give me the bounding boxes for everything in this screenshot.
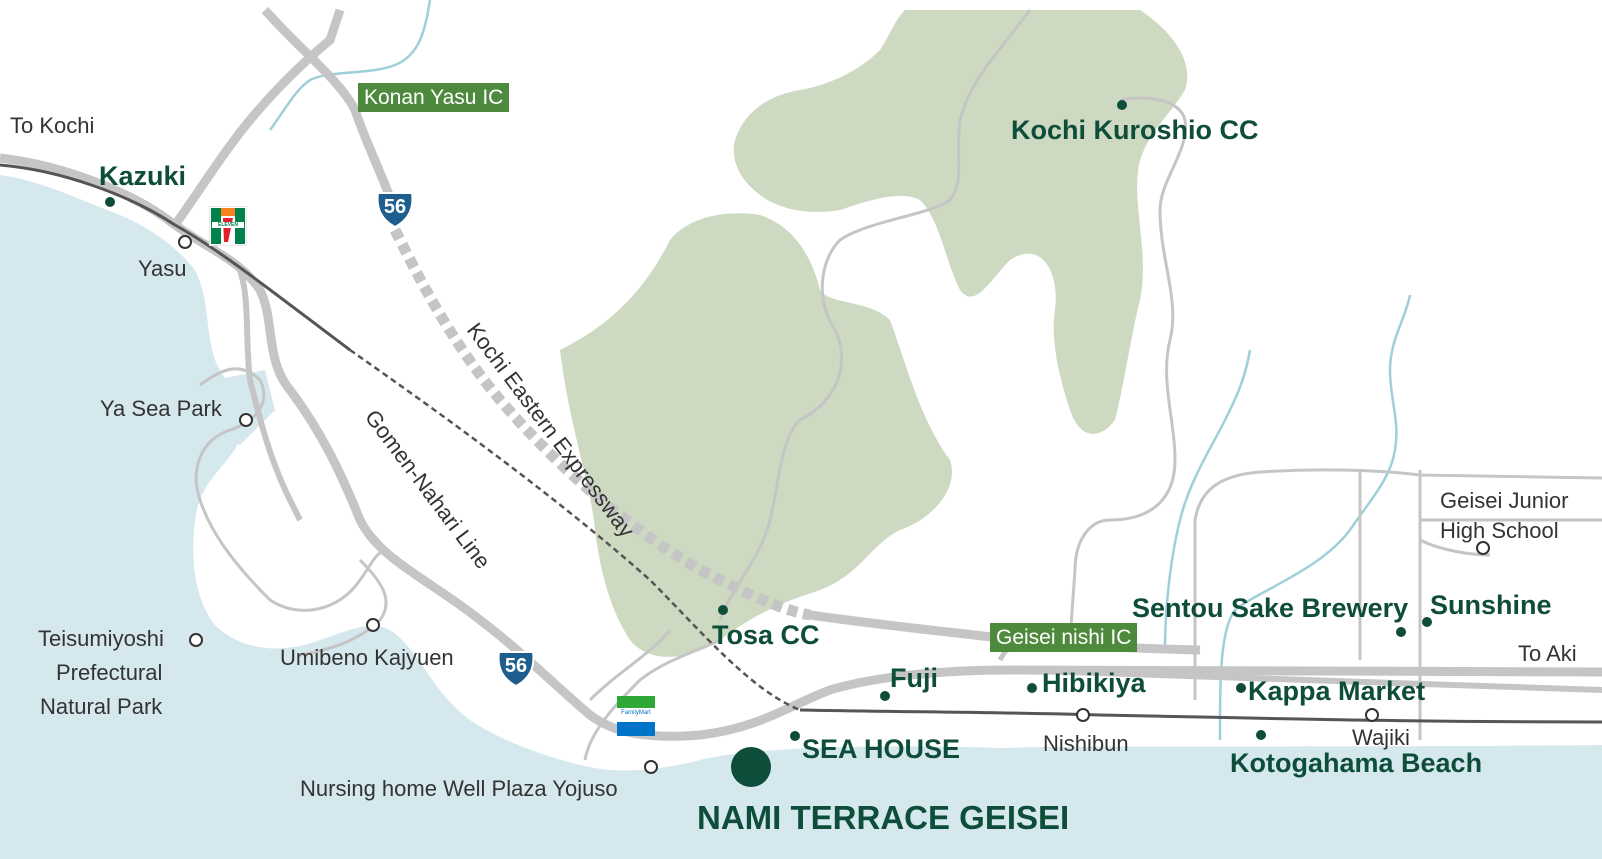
- kappa-market-label: Kappa Market: [1248, 676, 1426, 706]
- fuji-label: Fuji: [890, 663, 938, 693]
- ya-sea-park-label: Ya Sea Park: [100, 396, 222, 421]
- route-56-upper-text: 56: [383, 196, 407, 218]
- ya-sea-park-icon: [239, 413, 253, 427]
- wajiki-station-icon: [1365, 708, 1379, 722]
- nami-terrace-geisei-label: NAMI TERRACE GEISEI: [697, 799, 1070, 836]
- kotogahama-beach-label: Kotogahama Beach: [1230, 748, 1483, 778]
- nishibun-station-icon: [1076, 708, 1090, 722]
- seven-eleven-text: ELEVEN: [217, 222, 238, 228]
- sea-area: [0, 175, 1602, 859]
- railway-line: [0, 163, 351, 352]
- junior-high-label-2: High School: [1440, 518, 1559, 543]
- stations: [178, 235, 1490, 774]
- nami-terrace-marker-icon: [731, 747, 771, 787]
- railway-east: [799, 708, 1602, 724]
- yasu-station-icon: [178, 235, 192, 249]
- route-56-lower-badge: 56: [495, 646, 537, 688]
- junior-high-label-1: Geisei Junior: [1440, 488, 1569, 513]
- sentou-sake-brewery-label: Sentou Sake Brewery: [1132, 593, 1409, 623]
- forest-area-west: [560, 213, 952, 657]
- seven-eleven-store-icon: ELEVEN: [208, 205, 248, 247]
- yasu-label: Yasu: [138, 256, 187, 281]
- forest-area-north: [733, 10, 1188, 434]
- geisei-nishi-ic-label: Geisei nishi IC: [990, 623, 1138, 652]
- route-56-upper-badge: 56: [374, 187, 416, 229]
- expressway-dashed: [390, 227, 811, 621]
- route-shield-icon: [497, 651, 535, 688]
- harbor-inlet: [215, 370, 275, 445]
- junior-high-icon: [1476, 541, 1490, 555]
- hibikiya-label: Hibikiya: [1042, 668, 1146, 698]
- nursing-home-label: Nursing home Well Plaza Yojuso: [300, 776, 618, 801]
- teisumiyoshi-label-2: Prefectural: [56, 660, 163, 685]
- railway-dashed: [349, 348, 801, 712]
- route-shield-icon: [376, 192, 414, 229]
- sunshine-label: Sunshine: [1430, 590, 1552, 620]
- tosa-cc-label: Tosa CC: [712, 620, 820, 650]
- to-kochi-label: To Kochi: [10, 113, 95, 138]
- river-east-1: [1163, 349, 1252, 651]
- nursing-home-icon: [644, 760, 658, 774]
- familymart-text: FamilyMart: [621, 710, 651, 716]
- river-north: [268, 0, 432, 131]
- nishibun-label: Nishibun: [1043, 731, 1129, 756]
- kochi-kuroshio-cc-label: Kochi Kuroshio CC: [1011, 115, 1259, 145]
- place-dots: [105, 100, 1432, 741]
- to-aki-label: To Aki: [1518, 641, 1577, 666]
- wajiki-label: Wajiki: [1352, 725, 1410, 750]
- familymart-store-icon: FamilyMart: [617, 696, 655, 736]
- teisumiyoshi-label-3: Natural Park: [40, 694, 163, 719]
- umibeno-kajyuen-label: Umibeno Kajyuen: [280, 645, 454, 670]
- sea-house-label: SEA HOUSE: [802, 734, 961, 764]
- teisumiyoshi-icon: [189, 633, 203, 647]
- kazuki-label: Kazuki: [99, 161, 187, 191]
- konan-yasu-ic-label: Konan Yasu IC: [358, 83, 510, 112]
- teisumiyoshi-label-1: Teisumiyoshi: [38, 626, 164, 651]
- umibeno-icon: [366, 618, 380, 632]
- route-56-lower-text: 56: [504, 655, 528, 677]
- river-east-2: [1218, 294, 1412, 741]
